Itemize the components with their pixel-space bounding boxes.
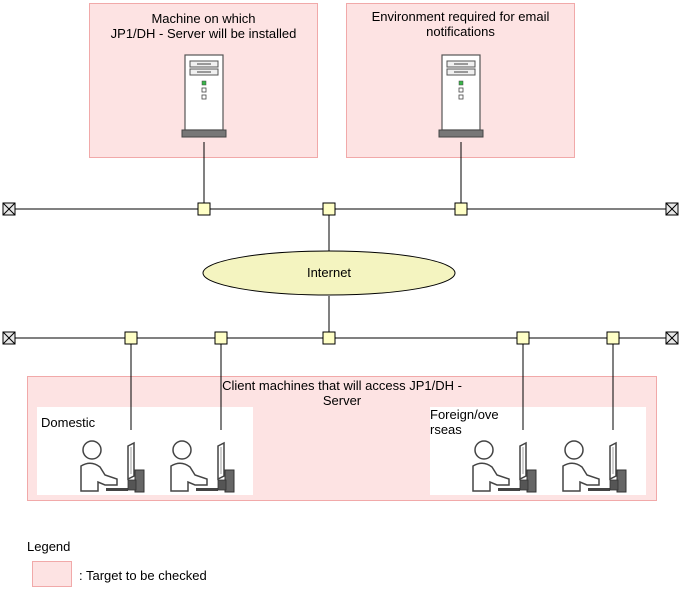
foreign-workstation-1 [472,440,537,493]
bottom-left-terminator [2,331,16,345]
server-box-title: Machine on which JP1/DH - Server will be… [89,11,318,41]
bottom-node-client-3 [516,331,530,345]
top-node-email [454,202,468,216]
top-node-internet [322,202,336,216]
foreign-workstation-2 [562,440,627,493]
foreign-label-line2: rseas [430,422,462,437]
legend-title: Legend [27,539,71,554]
client-box-title: Client machines that will access JP1/DH … [27,378,657,408]
domestic-label: Domestic [41,415,96,430]
top-right-terminator [665,202,679,216]
email-box-title-line2: notifications [426,24,495,39]
client-box-title-line2: Server [322,393,362,408]
server-machine-icon [181,54,227,138]
bottom-node-client-2 [214,331,228,345]
bottom-right-terminator [665,331,679,345]
top-left-terminator [2,202,16,216]
server-box-title-line1: Machine on which [151,11,256,26]
email-box-title-line1: Environment required for email [371,9,550,24]
bottom-node-internet [322,331,336,345]
internet-label: Internet [306,265,352,280]
client-box-title-line1: Client machines that will access JP1/DH … [222,378,462,393]
bottom-node-client-4 [606,331,620,345]
foreign-label-line1: Foreign/ove [430,407,499,422]
foreign-label: Foreign/ove rseas [430,407,499,437]
domestic-workstation-2 [170,440,235,493]
email-box-title: Environment required for email notificat… [346,9,575,39]
bottom-node-client-1 [124,331,138,345]
domestic-workstation-1 [80,440,145,493]
email-server-icon [438,54,484,138]
domestic-area [37,407,253,495]
internet-ellipse [202,250,456,296]
legend-item-text: : Target to be checked [79,568,207,583]
server-box-title-line2: JP1/DH - Server will be installed [110,26,297,41]
legend-swatch [32,561,72,587]
top-node-server [197,202,211,216]
